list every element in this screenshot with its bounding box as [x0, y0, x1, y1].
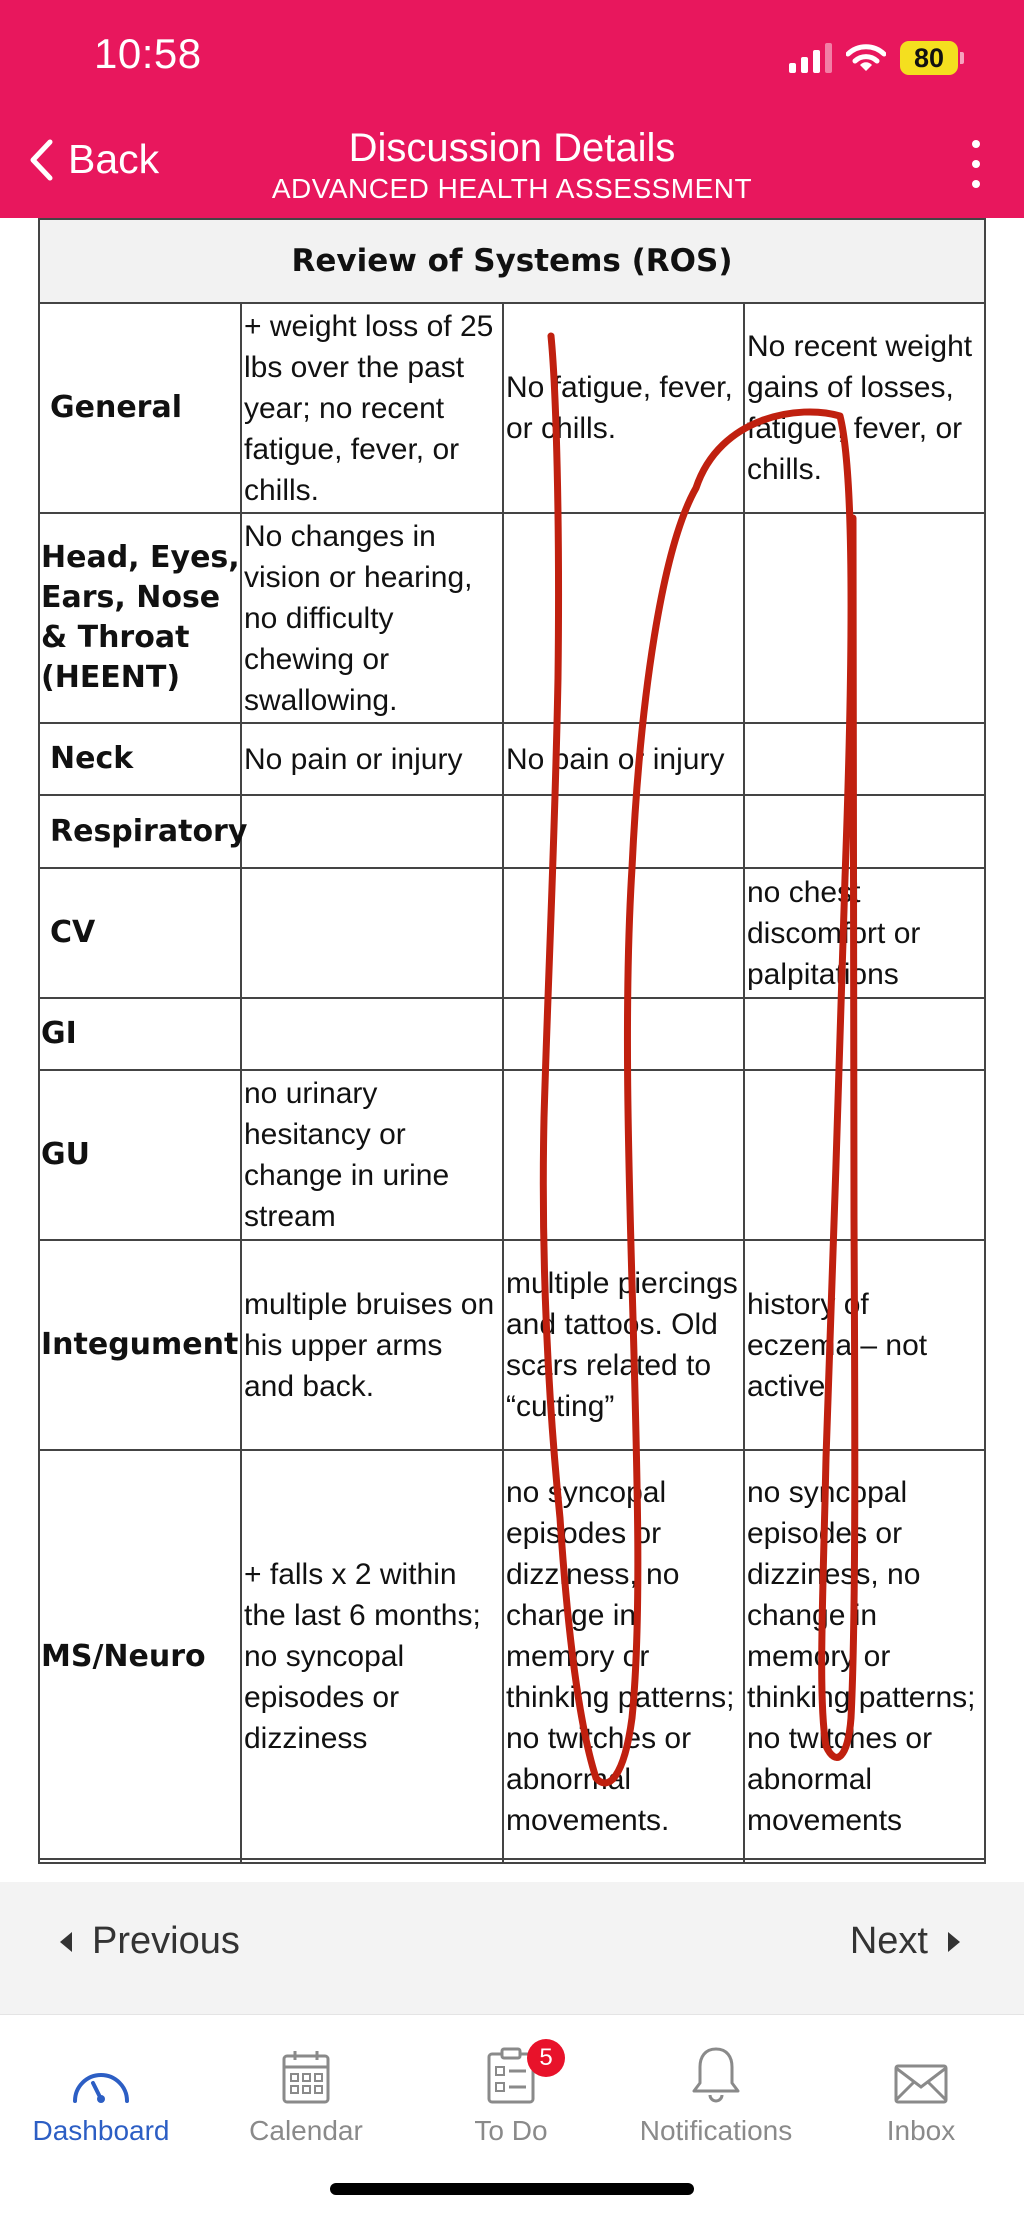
back-label: Back	[68, 136, 160, 182]
page-subtitle: ADVANCED HEALTH ASSESSMENT	[271, 173, 753, 204]
table-row: Neck No pain or injury No pain or injury	[38, 722, 987, 796]
table-row: CV no chest discomfort or palpitations	[38, 867, 987, 999]
previous-button[interactable]: Previous	[58, 1920, 240, 1963]
tab-label: Dashboard	[32, 2115, 170, 2146]
todo-clipboard-icon	[487, 2047, 535, 2104]
system-label: CV	[38, 867, 242, 999]
next-label: Next	[849, 1920, 928, 1962]
table-cell: No changes in vision or hearing, no diff…	[240, 512, 504, 724]
table-cell	[742, 1069, 987, 1241]
table-cell	[502, 867, 745, 999]
page-title: Discussion Details	[348, 126, 676, 170]
system-label: Neck	[38, 722, 242, 796]
table-title: Review of Systems (ROS)	[37, 218, 987, 304]
table-cell: history of eczema – not active	[742, 1239, 987, 1451]
calendar-icon	[282, 2051, 330, 2104]
previous-label: Previous	[92, 1920, 240, 1962]
tab-inbox[interactable]: Inbox	[821, 2027, 1021, 2147]
table-row: Respiratory	[38, 794, 987, 869]
table-cell: no urinary hesitancy or change in urine …	[240, 1069, 504, 1241]
table-cell: no syncopal episodes or dizziness, no ch…	[742, 1449, 987, 1864]
table-cell	[742, 997, 987, 1071]
system-label: General	[38, 302, 242, 514]
table-cell: no chest discomfort or palpitations	[742, 867, 987, 999]
status-time: 10:58	[94, 30, 202, 77]
table-cell: No pain or injury	[502, 722, 745, 796]
table-cell	[502, 794, 745, 869]
next-button[interactable]: Next	[850, 1920, 962, 1963]
envelope-icon	[894, 2064, 948, 2104]
table-divider	[38, 1858, 984, 1860]
caret-left-icon	[60, 1931, 72, 1952]
system-label: Respiratory	[38, 794, 247, 869]
table-cell: + falls x 2 within the last 6 months; no…	[240, 1449, 504, 1864]
tab-notifications[interactable]: Notifications	[616, 2027, 816, 2147]
bottom-tab-bar: Dashboard Calendar	[0, 2014, 1024, 2215]
table-row: Integument multiple bruises on his upper…	[38, 1239, 987, 1451]
tab-todo[interactable]: 5 To Do	[411, 2027, 611, 2147]
table-cell	[502, 997, 745, 1071]
table-cell	[502, 512, 745, 724]
table-row: Head, Eyes, Ears, Nose & Throat (HEENT) …	[38, 512, 987, 724]
title-block: Discussion Details ADVANCED HEALTH ASSES…	[0, 124, 1024, 206]
table-row: GU no urinary hesitancy or change in uri…	[38, 1069, 987, 1241]
app-header: 10:58 80 Back Discussion Details ADVANCE…	[0, 0, 1024, 218]
wifi-icon	[846, 44, 886, 71]
todo-badge: 5	[527, 2039, 565, 2077]
tab-dashboard[interactable]: Dashboard	[1, 2027, 201, 2147]
system-label: Integument	[38, 1239, 242, 1451]
ros-table: Review of Systems (ROS) General + weight…	[37, 218, 987, 1864]
tab-calendar[interactable]: Calendar	[206, 2027, 406, 2147]
table-cell: No pain or injury	[240, 722, 504, 796]
table-cell: No recent weight gains of losses, fatigu…	[742, 302, 987, 514]
tab-label: Inbox	[886, 2115, 956, 2146]
status-icons: 80	[789, 38, 964, 78]
battery-icon: 80	[900, 41, 964, 75]
battery-level: 80	[900, 41, 958, 75]
discussion-content[interactable]: Review of Systems (ROS) General + weight…	[0, 218, 1024, 1882]
chevron-left-icon	[30, 139, 53, 180]
table-cell	[240, 794, 504, 869]
system-label: MS/Neuro	[38, 1449, 242, 1864]
dashboard-gauge-icon	[73, 2073, 129, 2103]
cellular-signal-icon	[789, 43, 832, 73]
table-cell	[240, 867, 504, 999]
table-cell	[742, 722, 987, 796]
caret-right-icon	[948, 1931, 960, 1952]
more-options-icon[interactable]	[968, 140, 984, 188]
tab-label: Notifications	[639, 2115, 793, 2146]
table-row: General + weight loss of 25 lbs over the…	[38, 302, 987, 514]
back-button[interactable]: Back	[28, 136, 159, 183]
table-cell: multiple piercings and tattoos. Old scar…	[502, 1239, 745, 1451]
table-cell: No fatigue, fever, or chills.	[502, 302, 745, 514]
system-label: GU	[38, 1069, 242, 1241]
table-cell	[502, 1069, 745, 1241]
table-row: MS/Neuro + falls x 2 within the last 6 m…	[38, 1449, 987, 1864]
table-cell	[742, 794, 987, 869]
table-cell: no syncopal episodes or dizziness, no ch…	[502, 1449, 745, 1864]
bell-icon	[692, 2047, 740, 2103]
home-indicator	[330, 2183, 694, 2195]
tab-label: Calendar	[249, 2115, 363, 2146]
table-cell: multiple bruises on his upper arms and b…	[240, 1239, 504, 1451]
tab-label: To Do	[474, 2115, 548, 2146]
table-cell	[742, 512, 987, 724]
pager-bar: Previous Next	[0, 1882, 1024, 2014]
table-cell: + weight loss of 25 lbs over the past ye…	[240, 302, 504, 514]
system-label: Head, Eyes, Ears, Nose & Throat (HEENT)	[38, 512, 242, 724]
system-label: GI	[38, 997, 242, 1071]
table-cell	[240, 997, 504, 1071]
table-row: GI	[38, 997, 987, 1071]
